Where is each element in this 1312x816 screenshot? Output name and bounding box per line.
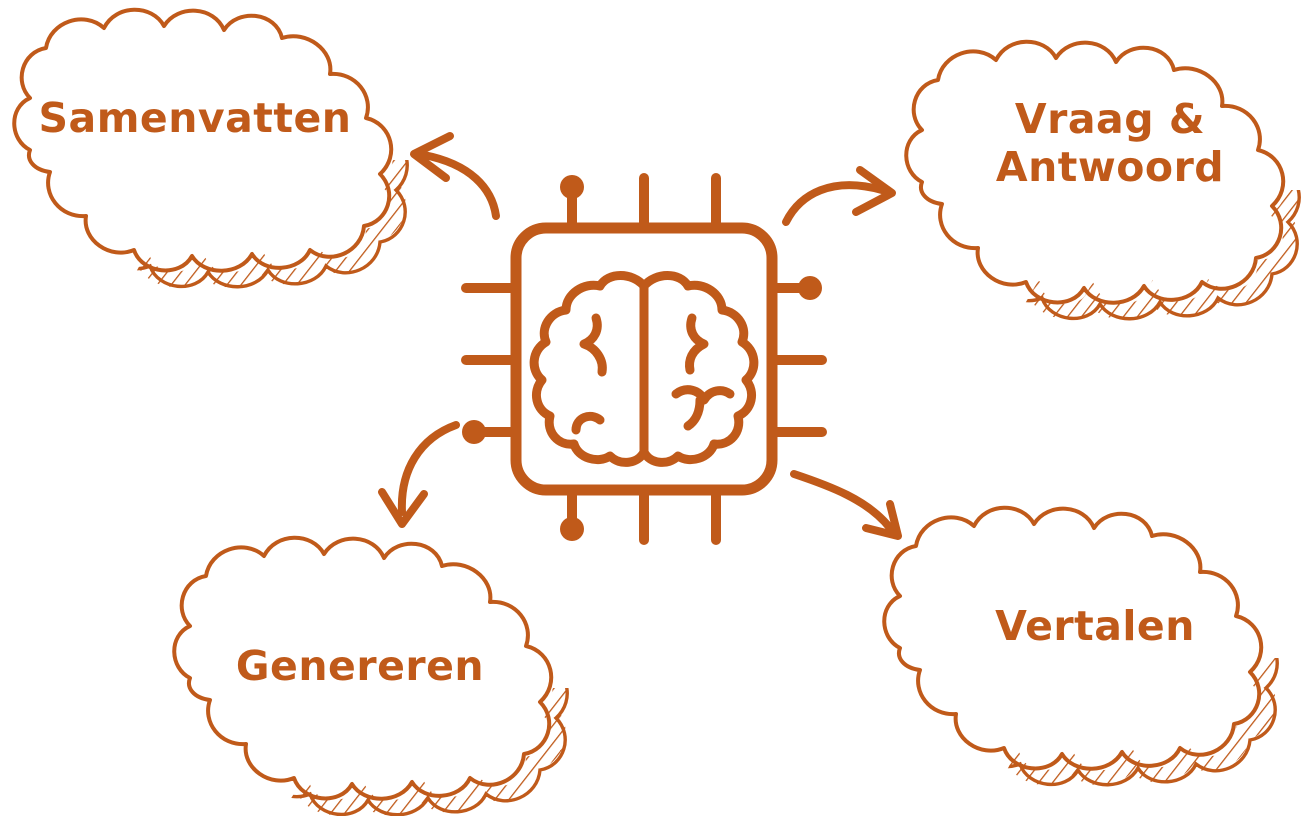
chip-pins-top (567, 173, 721, 233)
chip-pin-dot-right-top (798, 276, 822, 300)
brain-right-outline (639, 271, 759, 467)
brain-fold-left-lower (571, 411, 605, 435)
brain-fold-left-upper (579, 313, 607, 377)
arrow-to-vraag-antwoord (782, 166, 896, 226)
chip-pin-dot-top-left (560, 175, 584, 199)
ai-brain-chip-icon[interactable] (461, 173, 827, 545)
brain-fold-right-tail (683, 395, 705, 431)
bubble-vertalen-fill (884, 507, 1262, 769)
chip-pins-bottom (567, 485, 721, 545)
brain-left-outline (529, 271, 649, 467)
bubble-samenvatten-fill (14, 9, 392, 271)
chip-pin-dot-left-bottom (462, 420, 486, 444)
bubble-samenvatten[interactable] (12, 7, 409, 289)
bubble-vraag-antwoord-fill (906, 41, 1284, 303)
arrow-to-samenvatten (410, 132, 500, 220)
chip-pins-right (767, 283, 827, 437)
chip-pin-dot-bottom-left (560, 517, 584, 541)
bubble-vraag-antwoord[interactable] (904, 39, 1301, 321)
bubble-genereren[interactable] (172, 535, 569, 816)
brain-fold-right-upper (685, 313, 709, 375)
bubble-vertalen[interactable] (882, 505, 1279, 787)
arrow-to-vertalen (790, 470, 902, 540)
arrow-to-genereren (378, 421, 460, 528)
brain-icon (529, 271, 759, 467)
chip-pins-left (461, 283, 521, 437)
bubble-genereren-fill (174, 537, 552, 799)
